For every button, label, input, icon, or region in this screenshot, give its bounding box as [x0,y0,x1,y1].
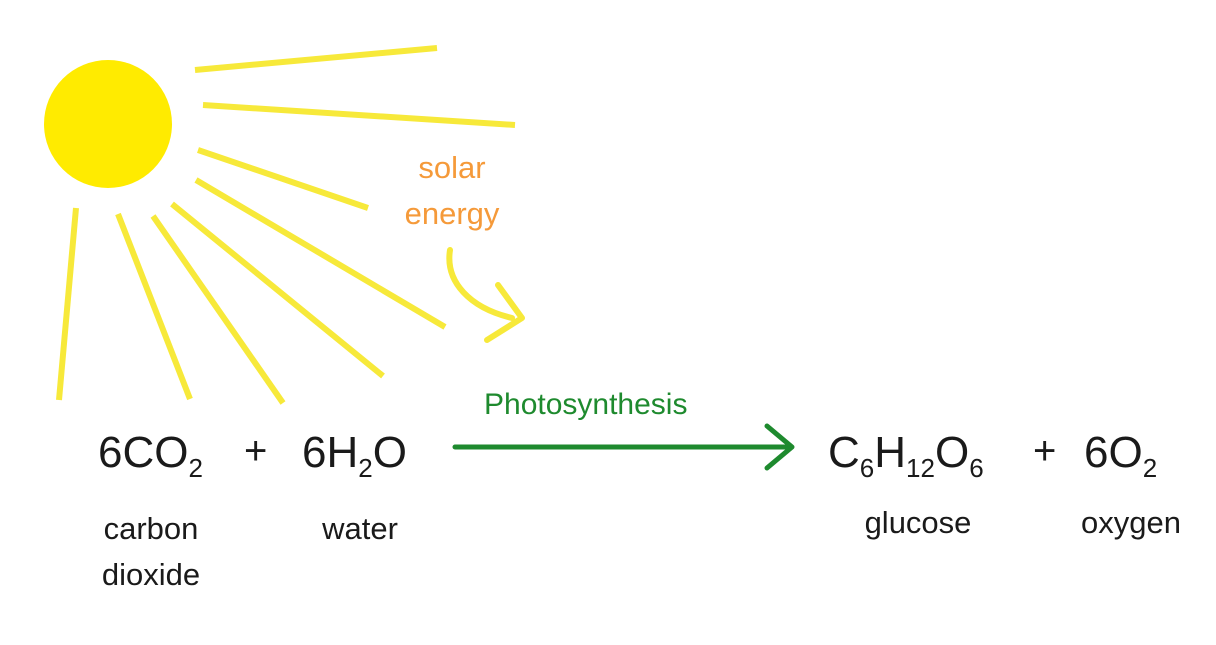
caption-water: water [300,506,420,552]
subscript: 12 [906,453,935,483]
subscript: 2 [1142,453,1158,483]
caption-line: water [322,511,398,546]
element-symbol: C [122,428,155,477]
sun-ray [202,102,516,128]
formula-carbon-dioxide: 6CO2 [98,428,203,482]
caption-line: carbon [103,511,199,546]
caption-oxygen: oxygen [1068,500,1194,546]
coefficient: 6 [98,428,123,477]
solar-energy-line: solar [418,150,486,185]
subscript: 6 [969,453,984,483]
coefficient: 6 [302,428,327,477]
caption-carbon-dioxide: carbon dioxide [86,506,216,598]
formula-oxygen: 6O2 [1084,428,1157,482]
reaction-arrow-icon [452,423,795,471]
caption-line: oxygen [1081,505,1181,540]
solar-energy-label: solar energy [392,145,512,237]
subscript: 2 [358,453,373,483]
element-symbol: H [874,428,907,477]
sun-ray [197,147,369,211]
sun-ray [194,177,447,330]
plus-sign: + [244,429,268,473]
caption-line: dioxide [101,557,201,592]
sun-ray [150,214,286,405]
plus-sign: + [1033,429,1057,473]
sun-rays [56,45,516,405]
sun-ray [170,201,385,379]
sun-ray [194,45,438,73]
element-symbol: H [326,428,359,477]
formula-water: 6H2O [302,428,407,482]
element-symbol: O [154,428,189,477]
sun-icon [44,60,172,188]
sun-ray [115,212,193,401]
process-label: Photosynthesis [484,388,688,421]
caption-glucose: glucose [850,500,986,546]
element-symbol: C [828,428,860,477]
caption-line: glucose [864,505,972,540]
formula-glucose: C6H12O6 [828,428,984,482]
solar-energy-line: energy [404,196,500,231]
sun-ray [56,207,79,401]
subscript: 2 [188,453,203,483]
element-symbol: O [372,428,407,477]
subscript: 6 [859,453,875,483]
element-symbol: O [934,428,970,477]
coefficient: 6 [1084,428,1109,477]
solar-energy-arrow-icon [446,247,525,343]
element-symbol: O [1108,428,1143,477]
